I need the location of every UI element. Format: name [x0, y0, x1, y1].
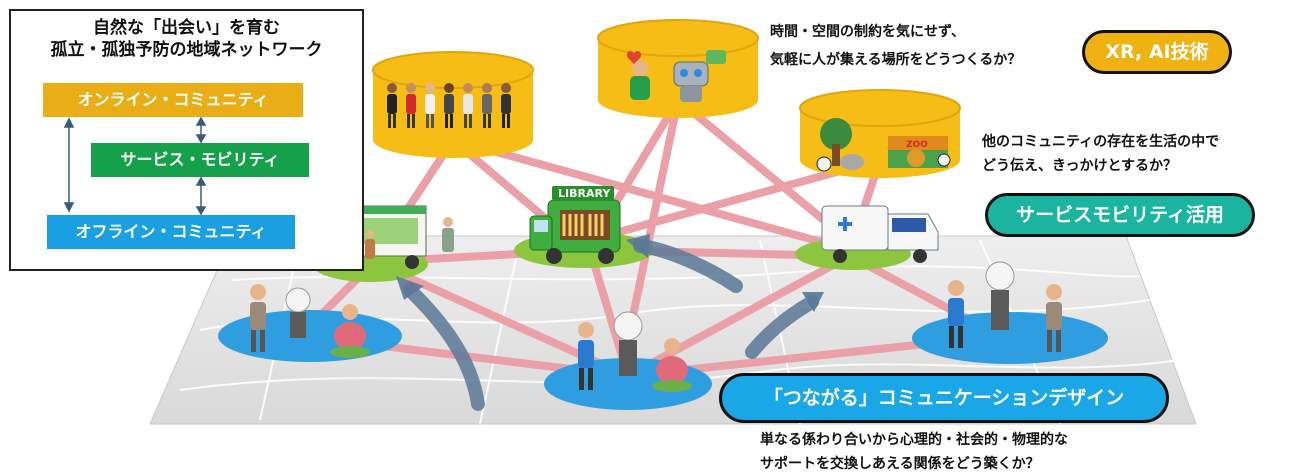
legend-panel: 自然な「出会い」を育む 孤立・孤独予防の地域ネットワーク オンライン・コミュニテ…	[9, 9, 364, 271]
legend-title: 自然な「出会い」を育む 孤立・孤独予防の地域ネットワーク	[11, 17, 362, 61]
pill-communication-design: 「つながる」コミュニケーションデザイン	[719, 373, 1169, 423]
question-xr: 時間・空間の制約を気にせず、 気軽に人が集える場所をどうつくるか？	[770, 20, 1021, 72]
person-icon	[1046, 284, 1062, 352]
library-sign: LIBRARY	[558, 187, 611, 200]
question-mobility-line2: どう伝え、きっかけとするか？	[982, 158, 1178, 174]
question-mobility: 他のコミュニティの存在を生活の中で どう伝え、きっかけとするか？	[982, 130, 1219, 178]
question-communication: 単なる係わり合いから心理的・社会的・物理的な サポートを交換しあえる関係をどう築…	[760, 428, 1068, 476]
offline-pad-right	[912, 312, 1108, 364]
question-xr-line1: 時間・空間の制約を気にせず、	[770, 24, 966, 40]
legend-service-mobility: サービス・モビリティ	[91, 143, 309, 177]
lightbulb-robot-icon	[285, 287, 311, 338]
question-comm-line2: サポートを交換しあえる関係をどう築くか？	[760, 456, 1040, 472]
person-icon	[250, 284, 266, 352]
legend-offline-community: オフライン・コミュニティ	[47, 215, 295, 249]
online-cylinder-ai	[597, 19, 759, 118]
legend-title-line1: 自然な「出会い」を育む	[93, 18, 280, 38]
person-icon	[578, 322, 594, 390]
pill-service-mobility: サービスモビリティ活用	[985, 193, 1255, 237]
library-bus-icon	[529, 186, 621, 264]
avatar-group-icon	[387, 83, 511, 128]
medical-van-icon	[821, 205, 939, 263]
person-icon	[948, 280, 964, 348]
question-xr-line2: 気軽に人が集える場所をどうつくるか？	[770, 52, 1022, 68]
legend-title-line2: 孤立・孤独予防の地域ネットワーク	[50, 40, 323, 60]
pill-xr-ai: XR, AI技術	[1082, 30, 1232, 74]
online-cylinder-avatars	[372, 51, 534, 158]
person-icon	[652, 338, 692, 392]
arrow-icon	[396, 234, 824, 312]
legend-online-community: オンライン・コミュニティ	[43, 83, 303, 117]
lightbulb-robot-icon	[613, 311, 643, 376]
offline-pad-left	[218, 310, 402, 362]
legend-arrows	[63, 116, 207, 216]
zoo-animals-icon	[816, 118, 951, 172]
online-cylinder-zoo: ZOO	[799, 89, 961, 178]
chat-robot-icon	[673, 50, 726, 102]
chat-person-icon	[626, 51, 650, 100]
question-comm-line1: 単なる係わり合いから心理的・社会的・物理的な	[760, 432, 1068, 448]
person-icon	[330, 304, 370, 358]
zoo-label: ZOO	[906, 140, 928, 150]
question-mobility-line1: 他のコミュニティの存在を生活の中で	[982, 134, 1220, 150]
lightbulb-robot-icon	[985, 261, 1015, 330]
